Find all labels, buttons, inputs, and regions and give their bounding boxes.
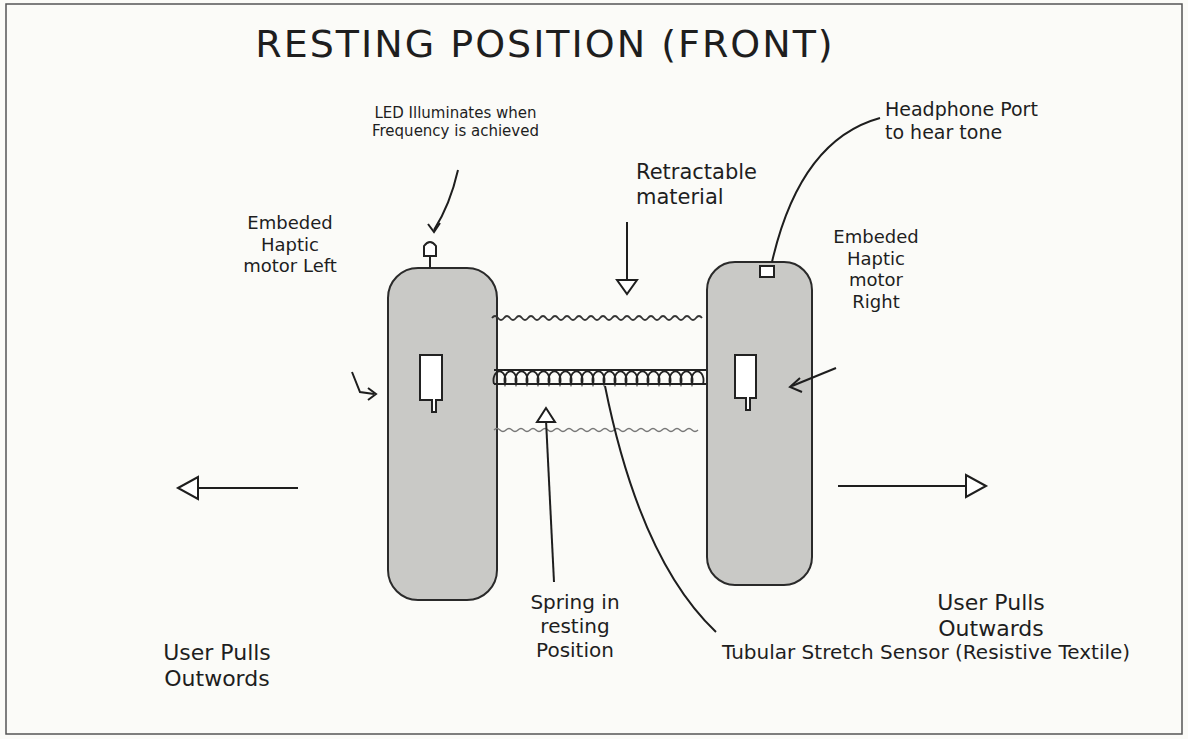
retractable-material-top xyxy=(492,316,702,320)
retractable-material-bottom xyxy=(494,429,698,432)
sketch-title: RESTING POSITION (FRONT) xyxy=(200,22,890,68)
haptic-motor-left xyxy=(420,355,442,412)
spring-coil xyxy=(493,370,706,384)
pull-left-callout: User Pulls Outwords xyxy=(122,640,312,693)
retractable-callout: Retractable material xyxy=(636,160,806,210)
led-symbol xyxy=(424,242,436,268)
motor-left-callout: Embeded Haptic motor Left xyxy=(240,212,340,277)
left-handle xyxy=(388,268,497,600)
spring-callout: Spring in resting Position xyxy=(505,590,645,662)
led-callout: LED Illuminates when Frequency is achiev… xyxy=(368,104,543,140)
headphone-port xyxy=(760,266,774,277)
pull-right-callout: User Pulls Outwards xyxy=(896,590,1086,643)
haptic-motor-right xyxy=(735,355,756,410)
leader-lines xyxy=(196,118,966,632)
sketch-frame xyxy=(6,4,1182,734)
right-handle xyxy=(707,262,812,585)
sensor-callout: Tubular Stretch Sensor (Resistive Textil… xyxy=(722,640,1162,664)
headphone-callout: Headphone Port to hear tone xyxy=(885,98,1050,144)
hollow-arrowheads xyxy=(178,280,986,499)
motor-right-callout: Embeded Haptic motor Right xyxy=(826,226,926,312)
